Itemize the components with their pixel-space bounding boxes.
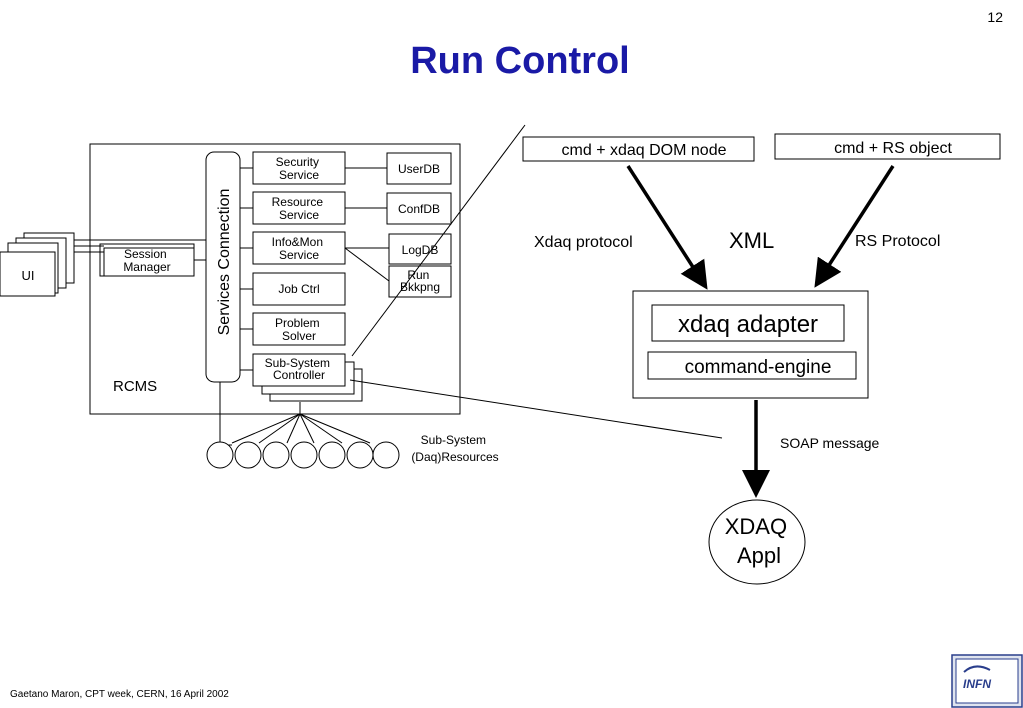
subsystem-controller-line1: Sub-System (265, 356, 330, 370)
xdaq-appl-line1: XDAQ (725, 514, 787, 539)
svg-text:Security Service: Security Service (276, 155, 323, 182)
svg-text:Run Bkkpng: Run Bkkpng (400, 268, 440, 294)
confdb: ConfDB (386, 192, 452, 225)
resources-label-line1: Sub-System (421, 433, 486, 447)
userdb: UserDB (386, 152, 452, 185)
confdb-label: ConfDB (398, 202, 440, 216)
cmd-dom-label: cmd + xdaq DOM node (562, 142, 727, 159)
subsystem-controller: Sub-System Controller (252, 353, 363, 402)
cmd-dom-box: cmd + xdaq DOM node (522, 136, 755, 162)
adapter-container: xdaq adapter command-engine (632, 290, 869, 399)
security-service: Security Service (252, 151, 346, 185)
daq-resources (206, 402, 400, 469)
arrow-xdaq-to-adapter (626, 165, 708, 290)
svg-text:Problem Solver: Problem Solver (275, 316, 323, 343)
job-ctrl: Job Ctrl (252, 272, 346, 306)
rcms-box (89, 143, 461, 415)
svg-text:Session Manager: Session Manager (123, 247, 170, 274)
arrow-rs-to-adapter (814, 165, 895, 288)
xdaq-appl-line2: Appl (737, 543, 781, 568)
svg-text:Sub-System Controller: Sub-System Controller (265, 356, 334, 382)
xml-label: XML (729, 228, 774, 253)
run-bkkpng-line1: Run (407, 268, 429, 282)
job-ctrl-label: Job Ctrl (278, 282, 319, 296)
resource-service-line2: Service (279, 208, 319, 222)
xdaq-appl: XDAQ Appl (708, 499, 806, 585)
security-service-line1: Security (276, 155, 319, 169)
cmd-rs-box: cmd + RS object (774, 133, 1001, 160)
rcms-label: RCMS (113, 378, 157, 395)
engine-label: command-engine (685, 357, 832, 378)
footer-text: Gaetano Maron, CPT week, CERN, 16 April … (10, 689, 229, 700)
rs-protocol-label: RS Protocol (855, 233, 940, 250)
run-bkkpng-line2: Bkkpng (400, 280, 440, 294)
svg-text:Resource Service: Resource Service (272, 195, 327, 222)
userdb-label: UserDB (398, 162, 440, 176)
svg-text:Info&Mon Service: Info&Mon Service (272, 235, 327, 262)
infomon-service: Info&Mon Service (252, 231, 346, 265)
problem-solver-line1: Problem (275, 316, 320, 330)
services-connection-label: Services Connection (216, 189, 233, 336)
resources-label-line2: (Daq)Resources (411, 450, 498, 464)
session-manager-line1: Session (124, 247, 167, 261)
ui-stack: UI (0, 232, 75, 297)
svg-text:XDAQ Appl: XDAQ Appl (725, 514, 793, 568)
session-manager: Session Manager (99, 243, 195, 277)
infomon-service-line1: Info&Mon (272, 235, 323, 249)
services-connection-bar (205, 151, 241, 383)
resource-service-line1: Resource (272, 195, 324, 209)
infn-logo: INFN (951, 654, 1023, 708)
logdb-label: LogDB (402, 243, 439, 257)
logo-text: INFN (963, 677, 991, 691)
logdb: LogDB (388, 233, 452, 265)
xdaq-protocol-label: Xdaq protocol (534, 234, 633, 251)
slide-title: Run Control (410, 40, 630, 82)
page-number: 12 (987, 9, 1003, 25)
security-service-line2: Service (279, 168, 319, 182)
svg-text:Sub-System (Daq)Resources: Sub-System (Daq)Resources (411, 433, 498, 464)
infomon-service-line2: Service (279, 248, 319, 262)
problem-solver: Problem Solver (252, 312, 346, 346)
session-manager-line2: Manager (123, 260, 170, 274)
adapter-label: xdaq adapter (678, 311, 818, 338)
soap-label: SOAP message (780, 435, 880, 451)
ui-label: UI (22, 268, 35, 283)
zoom-line-bottom (349, 379, 723, 439)
run-bkkpng: Run Bkkpng (388, 265, 452, 298)
zoom-line-top (351, 124, 526, 357)
problem-solver-line2: Solver (282, 329, 316, 343)
resource-service: Resource Service (252, 191, 346, 225)
subsystem-controller-line2: Controller (273, 368, 325, 382)
cmd-rs-label: cmd + RS object (834, 140, 952, 157)
